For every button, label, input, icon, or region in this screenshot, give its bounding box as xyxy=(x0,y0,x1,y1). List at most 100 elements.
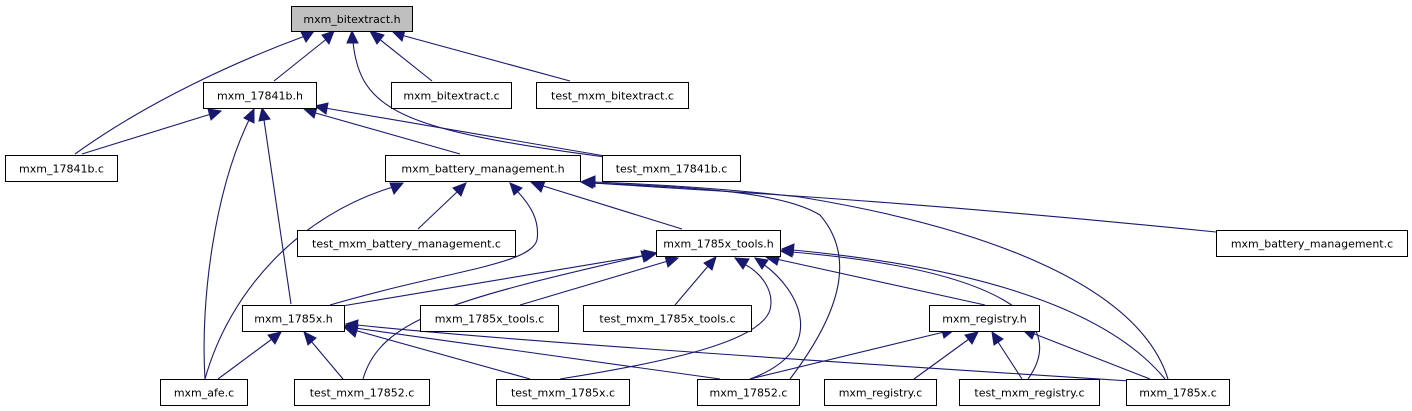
arrow-head xyxy=(991,330,1004,346)
edge-afe-c-to-17841b-h xyxy=(203,119,250,380)
edge-17841b-c-to-bitextract-h xyxy=(74,35,306,155)
node-registry-h[interactable]: mxm_registry.h xyxy=(929,305,1040,332)
edge-test-tools-c-to-tools-h xyxy=(674,264,710,306)
edge-registry-c-to-registry-h xyxy=(913,338,970,380)
node-test-17852-c[interactable]: test_mxm_17852.c xyxy=(294,379,430,406)
edge-1785x-h-to-17841b-h xyxy=(263,119,292,305)
edge-battmgmt-c-to-battmgmt-h xyxy=(591,182,1217,233)
edge-1785x-c-to-1785x-h xyxy=(356,324,1131,382)
edge-17841b-h-to-bitextract-h xyxy=(273,36,330,82)
arrow-head xyxy=(389,182,405,195)
node-afe-c[interactable]: mxm_afe.c xyxy=(160,379,248,406)
node-test-bitextract-c[interactable]: test_mxm_bitextract.c xyxy=(536,82,689,109)
edge-battmgmt-h-to-17841b-h xyxy=(311,111,461,155)
node-box xyxy=(420,305,559,332)
edges-layer xyxy=(74,29,1217,382)
node-box xyxy=(496,379,630,406)
node-label: mxm_battery_management.c xyxy=(1231,238,1393,251)
arrow-head xyxy=(313,102,329,115)
edge-test-17852-c-to-1785x-h xyxy=(310,340,344,380)
node-n17841b-h[interactable]: mxm_17841b.h xyxy=(203,82,317,109)
node-test-registry-c[interactable]: test_mxm_registry.c xyxy=(959,379,1100,406)
edge-17852-c-to-1785x-h xyxy=(354,327,721,380)
arrow-head xyxy=(733,257,750,270)
node-battmgmt-h[interactable]: mxm_battery_management.h xyxy=(385,155,581,182)
node-label: mxm_1785x.c xyxy=(1139,387,1217,400)
edge-1785x-h-to-battmgmt-h xyxy=(329,191,539,306)
node-n1785x-c[interactable]: mxm_1785x.c xyxy=(1126,379,1230,406)
node-label: mxm_battery_management.h xyxy=(401,163,564,176)
edge-test-17841b-c-to-17841b-h xyxy=(324,107,606,157)
node-label: mxm_1785x.h xyxy=(254,313,332,326)
node-label: test_mxm_registry.c xyxy=(974,387,1084,400)
arrow-head xyxy=(664,255,680,268)
arrow-head xyxy=(703,256,717,271)
edge-1785x-c-to-registry-h xyxy=(1031,332,1151,380)
node-n1785x-h[interactable]: mxm_1785x.h xyxy=(242,305,345,332)
node-tools-c[interactable]: mxm_1785x_tools.c xyxy=(420,305,559,332)
node-box xyxy=(697,379,800,406)
edge-test-17841b-c-to-bitextract-h xyxy=(352,41,606,158)
edge-test-battmgmt-c-to-battmgmt-h xyxy=(417,190,459,230)
node-box xyxy=(583,305,752,332)
edge-1785x-c-to-tools-h xyxy=(792,249,1166,380)
node-box xyxy=(242,305,345,332)
node-label: mxm_bitextract.h xyxy=(303,13,400,26)
node-box xyxy=(291,6,413,32)
node-bitextract-c[interactable]: mxm_bitextract.c xyxy=(391,82,512,109)
node-box xyxy=(203,82,317,109)
node-label: mxm_registry.c xyxy=(839,387,923,400)
node-box xyxy=(929,305,1040,332)
node-label: test_mxm_battery_management.c xyxy=(312,238,501,251)
node-battmgmt-c[interactable]: mxm_battery_management.c xyxy=(1216,230,1408,257)
node-box xyxy=(959,379,1100,406)
arrow-head xyxy=(581,175,596,188)
arrow-head xyxy=(753,257,769,270)
node-test-battmgmt-c[interactable]: test_mxm_battery_management.c xyxy=(297,230,516,257)
edge-test-1785x-c-to-tools-h xyxy=(559,263,772,380)
arrow-head xyxy=(267,331,282,345)
edge-registry-h-to-tools-h xyxy=(775,258,986,306)
node-label: test_mxm_bitextract.c xyxy=(551,90,674,103)
node-registry-c[interactable]: mxm_registry.c xyxy=(824,379,937,406)
node-box xyxy=(294,379,430,406)
node-box xyxy=(385,155,581,182)
node-box xyxy=(1216,230,1408,257)
node-tools-h[interactable]: mxm_1785x_tools.h xyxy=(656,230,781,257)
edge-1785x-h-to-tools-h xyxy=(329,254,648,309)
edge-tools-c-to-tools-h xyxy=(519,260,669,306)
arrow-head xyxy=(509,182,523,196)
node-n17841b-c[interactable]: mxm_17841b.c xyxy=(5,155,118,182)
node-n17852-c[interactable]: mxm_17852.c xyxy=(697,379,800,406)
node-test-17841b-c[interactable]: test_mxm_17841b.c xyxy=(602,155,741,182)
arrow-head xyxy=(346,29,359,44)
node-box xyxy=(297,230,516,257)
edge-tools-h-to-battmgmt-h xyxy=(539,184,683,230)
edge-17841b-c-to-17841b-h xyxy=(81,113,212,155)
node-label: test_mxm_17841b.c xyxy=(616,163,728,176)
node-box xyxy=(536,82,689,109)
node-box xyxy=(391,82,512,109)
edge-17852-c-to-registry-h xyxy=(749,331,945,380)
node-label: test_mxm_1785x.c xyxy=(511,387,615,400)
node-label: mxm_registry.h xyxy=(942,313,1027,326)
node-test-tools-c[interactable]: test_mxm_1785x_tools.c xyxy=(583,305,752,332)
node-label: mxm_17852.c xyxy=(710,387,788,400)
node-label: mxm_17841b.h xyxy=(217,90,303,103)
node-test-1785x-c[interactable]: test_mxm_1785x.c xyxy=(496,379,630,406)
edge-afe-c-to-battmgmt-h xyxy=(204,186,394,380)
arrow-head xyxy=(640,250,656,263)
arrow-head xyxy=(964,331,979,345)
nodes-layer: mxm_bitextract.h mxm_17841b.h mxm_bitextra… xyxy=(5,6,1408,406)
edge-bitextract-c-to-bitextract-h xyxy=(377,37,433,82)
arrow-head xyxy=(300,30,316,43)
edge-test-registry-c-to-registry-h xyxy=(997,341,1023,380)
edge-test-bitextract-c-to-bitextract-h xyxy=(400,34,571,82)
node-box xyxy=(160,379,248,406)
arrow-head xyxy=(258,106,271,122)
node-bitextract-h[interactable]: mxm_bitextract.h xyxy=(291,6,413,32)
node-box xyxy=(5,155,118,182)
edge-afe-c-to-1785x-h xyxy=(217,338,273,380)
arrow-head xyxy=(529,180,546,193)
